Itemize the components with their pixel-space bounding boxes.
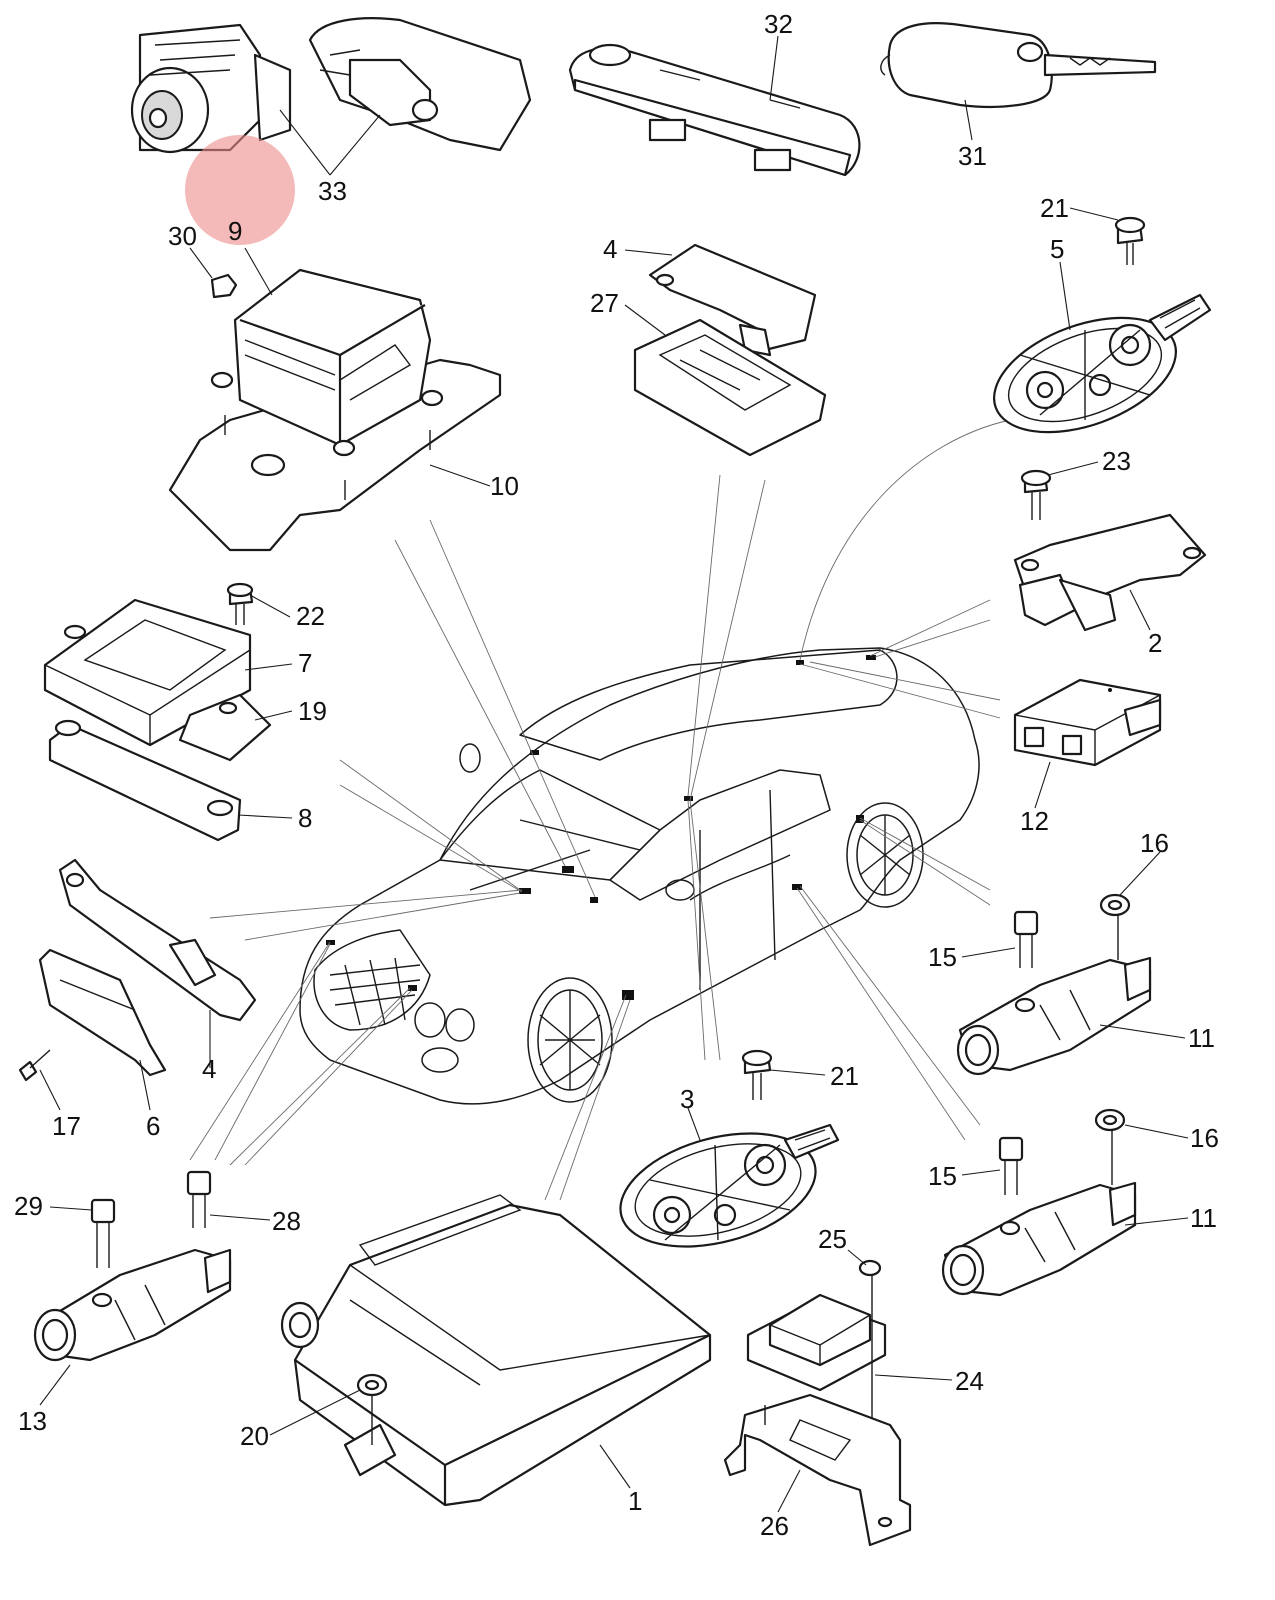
callout-27: 27 (590, 288, 619, 318)
callout-11-upper: 11 (1188, 1023, 1215, 1053)
callout-4-top: 4 (603, 234, 617, 264)
callout-12: 12 (1020, 806, 1049, 836)
callout-23: 23 (1102, 446, 1131, 476)
part-32-interior-light (568, 43, 861, 177)
callout-21-lower: 21 (830, 1061, 859, 1091)
callout-7: 7 (298, 648, 312, 678)
callout-lines (189, 419, 1011, 1201)
callout-8: 8 (298, 803, 312, 833)
callout-20: 20 (240, 1421, 269, 1451)
callout-6: 6 (146, 1111, 160, 1141)
callout-15-upper: 15 (928, 942, 957, 972)
callout-16-upper: 16 (1140, 828, 1169, 858)
part-3-sensor (619, 1049, 840, 1248)
callout-30: 30 (168, 221, 197, 251)
part-11-sensor-a (956, 893, 1152, 1076)
part-1-ecu (280, 1194, 712, 1507)
part-13-sensor (33, 1170, 232, 1362)
highlight-circle (185, 135, 295, 245)
part-2-sensor (1013, 469, 1207, 632)
callout-26: 26 (760, 1511, 789, 1541)
callout-29: 29 (14, 1191, 43, 1221)
callout-9: 9 (228, 216, 242, 246)
part-4-27-module (633, 243, 827, 457)
callout-25: 25 (818, 1224, 847, 1254)
callout-11-lower: 11 (1190, 1203, 1217, 1233)
leader-lines (39, 35, 1189, 1513)
callout-10: 10 (490, 471, 519, 501)
callout-17: 17 (52, 1111, 81, 1141)
part-7-module (43, 582, 272, 842)
part-9-control-unit (168, 268, 502, 552)
callout-33: 33 (318, 176, 347, 206)
part-31-key (880, 22, 1157, 108)
car-illustration (299, 647, 980, 1105)
callout-3: 3 (680, 1084, 694, 1114)
callout-2: 2 (1148, 628, 1162, 658)
part-12-module (1013, 678, 1162, 767)
callout-5: 5 (1050, 234, 1064, 264)
part-26-bracket (723, 1393, 912, 1547)
part-4-6-sensor (18, 858, 257, 1082)
part-24-module (746, 1259, 887, 1440)
callout-22: 22 (296, 601, 325, 631)
callout-16-lower: 16 (1190, 1123, 1219, 1153)
callout-15-lower: 15 (928, 1161, 957, 1191)
part-11-sensor-b (941, 1108, 1137, 1297)
callout-19: 19 (298, 696, 327, 726)
callout-31: 31 (958, 141, 987, 171)
callout-21-top: 21 (1040, 193, 1069, 223)
part-5-sensor (993, 216, 1212, 434)
callout-32: 32 (764, 9, 793, 39)
callout-4-left: 4 (202, 1054, 216, 1084)
callout-28: 28 (272, 1206, 301, 1236)
callout-24: 24 (955, 1366, 984, 1396)
callout-labels: 32 31 33 30 9 10 4 27 21 5 23 2 22 7 19 … (14, 9, 1219, 1541)
callout-13: 13 (18, 1406, 47, 1436)
callout-1: 1 (628, 1486, 642, 1516)
part-33-ignition-lock (130, 17, 532, 154)
